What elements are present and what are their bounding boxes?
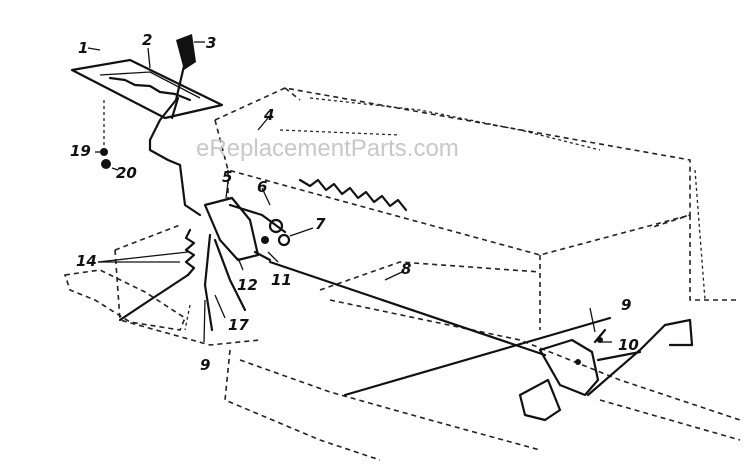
callout-7: 7 [315,215,326,233]
callout-5: 5 [222,168,232,186]
spring [118,228,196,322]
shift-lever [148,34,202,217]
callout-11: 11 [271,271,292,289]
callout-17: 17 [228,316,249,334]
right-bracket [518,318,694,422]
linkage-bracket [203,196,291,332]
screw-and-nut [100,100,111,169]
watermark: eReplacementParts.com [196,135,459,162]
leader-lines [87,41,612,343]
chassis-outline [63,87,741,461]
shift-plate [70,58,224,120]
callout-9a: 9 [200,356,210,374]
callout-3: 3 [206,34,216,52]
callouts: 1 2 3 4 5 6 7 8 9 9 10 11 12 14 17 19 20 [70,31,639,374]
callout-4: 4 [263,106,274,124]
callout-19: 19 [70,142,91,160]
callout-1: 1 [78,39,88,57]
callout-6: 6 [257,178,267,196]
callout-10: 10 [618,336,639,354]
callout-2: 2 [142,31,152,49]
callout-8: 8 [401,260,411,278]
callout-9b: 9 [621,296,631,314]
callout-12: 12 [237,276,258,294]
shift-rod [268,260,612,397]
callout-14: 14 [76,252,97,270]
callout-20: 20 [116,164,137,182]
